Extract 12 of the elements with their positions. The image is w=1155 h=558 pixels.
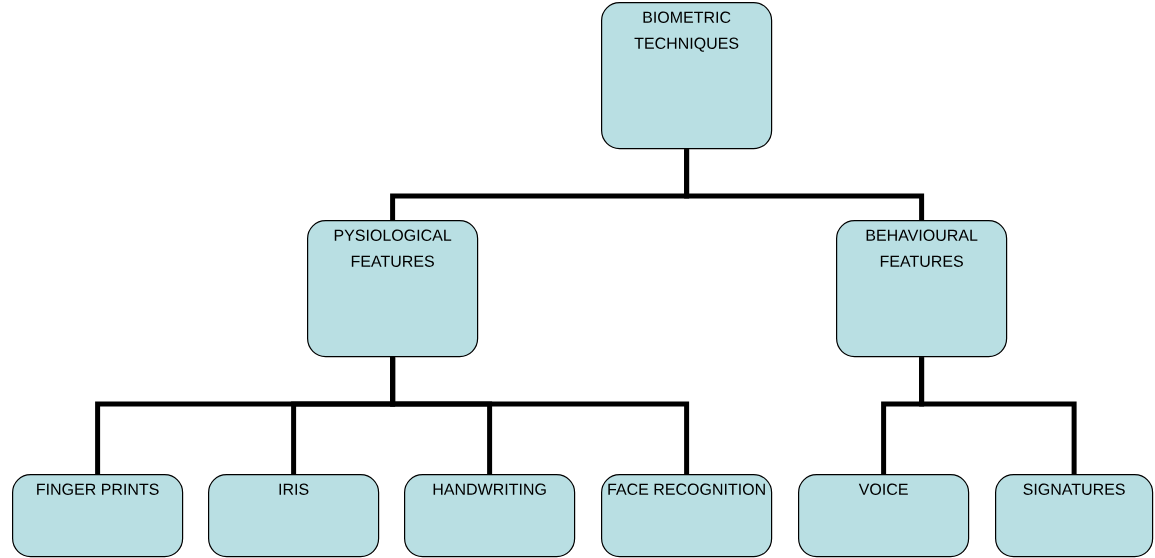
connector-line — [390, 357, 690, 474]
process-box: PYSIOLOGICAL FEATURES — [307, 220, 479, 358]
process-box: VOICE — [798, 474, 970, 558]
connector-line — [684, 149, 925, 220]
process-box: HANDWRITING — [404, 474, 576, 558]
process-box: BEHAVIOURAL FEATURES — [836, 220, 1008, 358]
process-box: FINGER PRINTS — [12, 474, 184, 558]
process-box: IRIS — [208, 474, 380, 558]
process-box: FACE RECOGNITION — [601, 474, 773, 558]
process-box: SIGNATURES — [995, 474, 1154, 558]
connector-line — [919, 357, 1077, 474]
process-box: BIOMETRIC TECHNIQUES — [601, 2, 773, 150]
